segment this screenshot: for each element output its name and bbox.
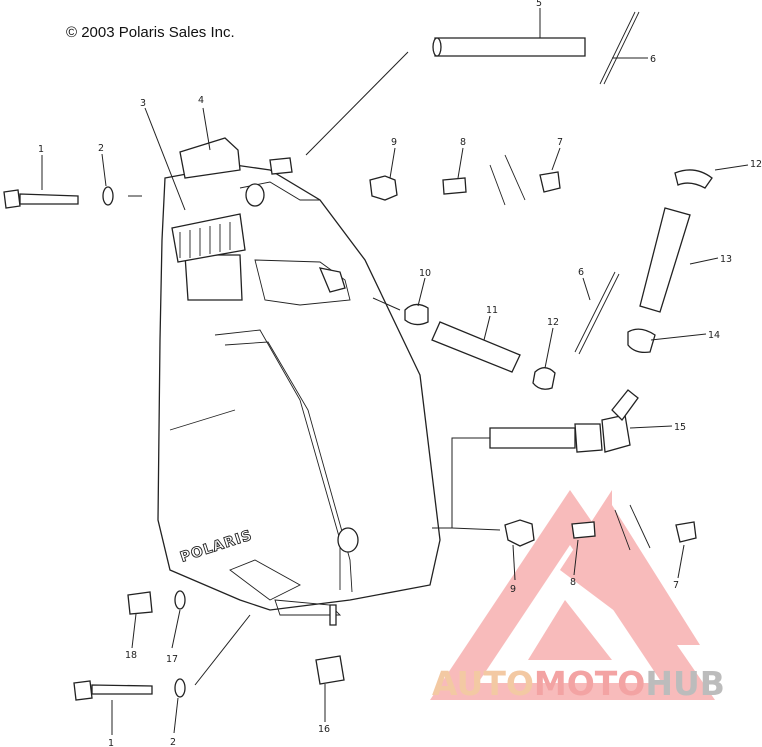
washer-17 — [174, 590, 186, 610]
watermark-hub: HUB — [645, 664, 725, 703]
filler-cap — [171, 137, 293, 301]
callout-8b: 8 — [570, 577, 576, 588]
drain-plug-18 — [127, 591, 153, 615]
callout-10: 10 — [419, 268, 431, 279]
callout-13: 13 — [720, 254, 732, 265]
callout-11: 11 — [486, 305, 498, 316]
callout-7: 7 — [557, 137, 563, 148]
callout-1: 1 — [38, 144, 44, 155]
spacer-8 — [442, 177, 467, 195]
elbow-fitting-15 — [489, 389, 639, 453]
nut-7b — [675, 521, 697, 543]
grommet-16 — [315, 655, 345, 685]
callout-16: 16 — [318, 724, 330, 735]
callout-4: 4 — [198, 95, 204, 106]
watermark-text: AUTOMOTOHUB — [432, 664, 725, 703]
callout-5: 5 — [536, 0, 542, 9]
callout-14: 14 — [708, 330, 720, 341]
watermark-moto: MOTO — [533, 664, 646, 703]
clamp-10 — [404, 303, 429, 326]
callout-6b: 6 — [578, 267, 584, 278]
callout-labels: 1 2 3 4 5 6 9 8 7 12 13 14 10 11 6 12 15… — [38, 0, 762, 747]
callout-2b: 2 — [170, 737, 176, 747]
grommet-9 — [369, 175, 398, 201]
grommet-9b — [504, 519, 535, 547]
callout-18: 18 — [125, 650, 137, 661]
spacer-8b — [571, 521, 596, 539]
washer-2 — [102, 186, 114, 206]
callout-6: 6 — [650, 54, 656, 65]
copyright-notice: © 2003 Polaris Sales Inc. — [66, 24, 235, 41]
callout-1b: 1 — [108, 738, 114, 747]
leader-lines — [41, 8, 749, 735]
clamp-12 — [674, 169, 713, 189]
bolt-1 — [3, 189, 79, 209]
clamp-14 — [627, 328, 656, 353]
callout-12b: 12 — [547, 317, 559, 328]
bolt-1b — [73, 680, 153, 701]
callout-7b: 7 — [673, 580, 679, 591]
strap-6 — [599, 11, 640, 85]
callout-12: 12 — [750, 159, 762, 170]
watermark-auto: AUTO — [432, 664, 534, 703]
callout-9b: 9 — [510, 584, 516, 595]
washer-2b — [174, 678, 186, 698]
nut-7 — [539, 171, 561, 193]
strap-6b — [574, 271, 620, 355]
hose-5 — [434, 37, 586, 57]
callout-3: 3 — [140, 98, 146, 109]
callout-8: 8 — [460, 137, 466, 148]
callout-9: 9 — [391, 137, 397, 148]
callout-17: 17 — [166, 654, 178, 665]
callout-15: 15 — [674, 422, 686, 433]
hose-11 — [431, 321, 521, 373]
hose-13 — [639, 207, 691, 313]
clamp-12b — [532, 367, 556, 390]
callout-2: 2 — [98, 143, 104, 154]
